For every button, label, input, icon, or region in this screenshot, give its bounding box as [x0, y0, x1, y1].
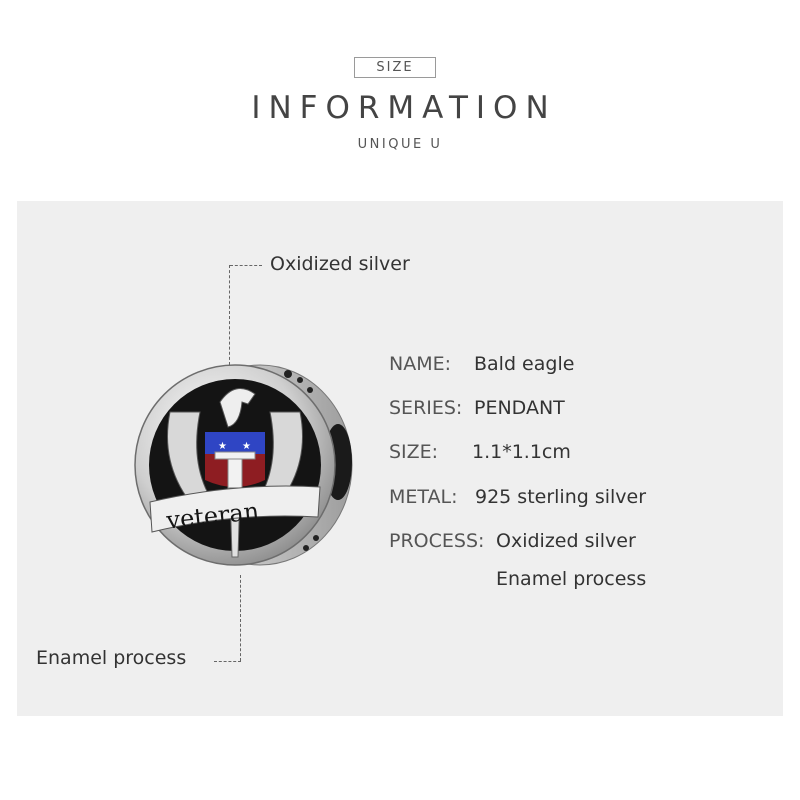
- spec-label: METAL:: [389, 486, 458, 508]
- svg-text:★: ★: [242, 441, 251, 452]
- page-title: INFORMATION: [251, 90, 557, 126]
- callout-enamel-process: Enamel process: [36, 647, 187, 669]
- svg-text:★: ★: [218, 441, 227, 452]
- size-tag: SIZE: [354, 57, 436, 78]
- spec-value: Oxidized silver: [496, 530, 636, 552]
- spec-value: Enamel process: [496, 568, 647, 590]
- spec-label: PROCESS:: [389, 530, 485, 552]
- spec-value: 1.1*1.1cm: [472, 441, 571, 463]
- spec-label: SIZE:: [389, 441, 439, 463]
- spec-value: Bald eagle: [474, 353, 575, 375]
- callout-bottom-line-v: [240, 575, 241, 661]
- charm-image: ★ ★ veteran: [134, 364, 353, 566]
- spec-value: PENDANT: [474, 397, 565, 419]
- callout-top-line-h: [230, 265, 262, 266]
- spec-value: 925 sterling silver: [475, 486, 647, 508]
- callout-top-line-v: [229, 265, 230, 365]
- brand-subtitle: UNIQUE U: [357, 137, 443, 152]
- callout-bottom-line-h: [214, 661, 241, 662]
- callout-oxidized-silver: Oxidized silver: [270, 253, 410, 275]
- spec-label: SERIES:: [389, 397, 463, 419]
- spec-label: NAME:: [389, 353, 452, 375]
